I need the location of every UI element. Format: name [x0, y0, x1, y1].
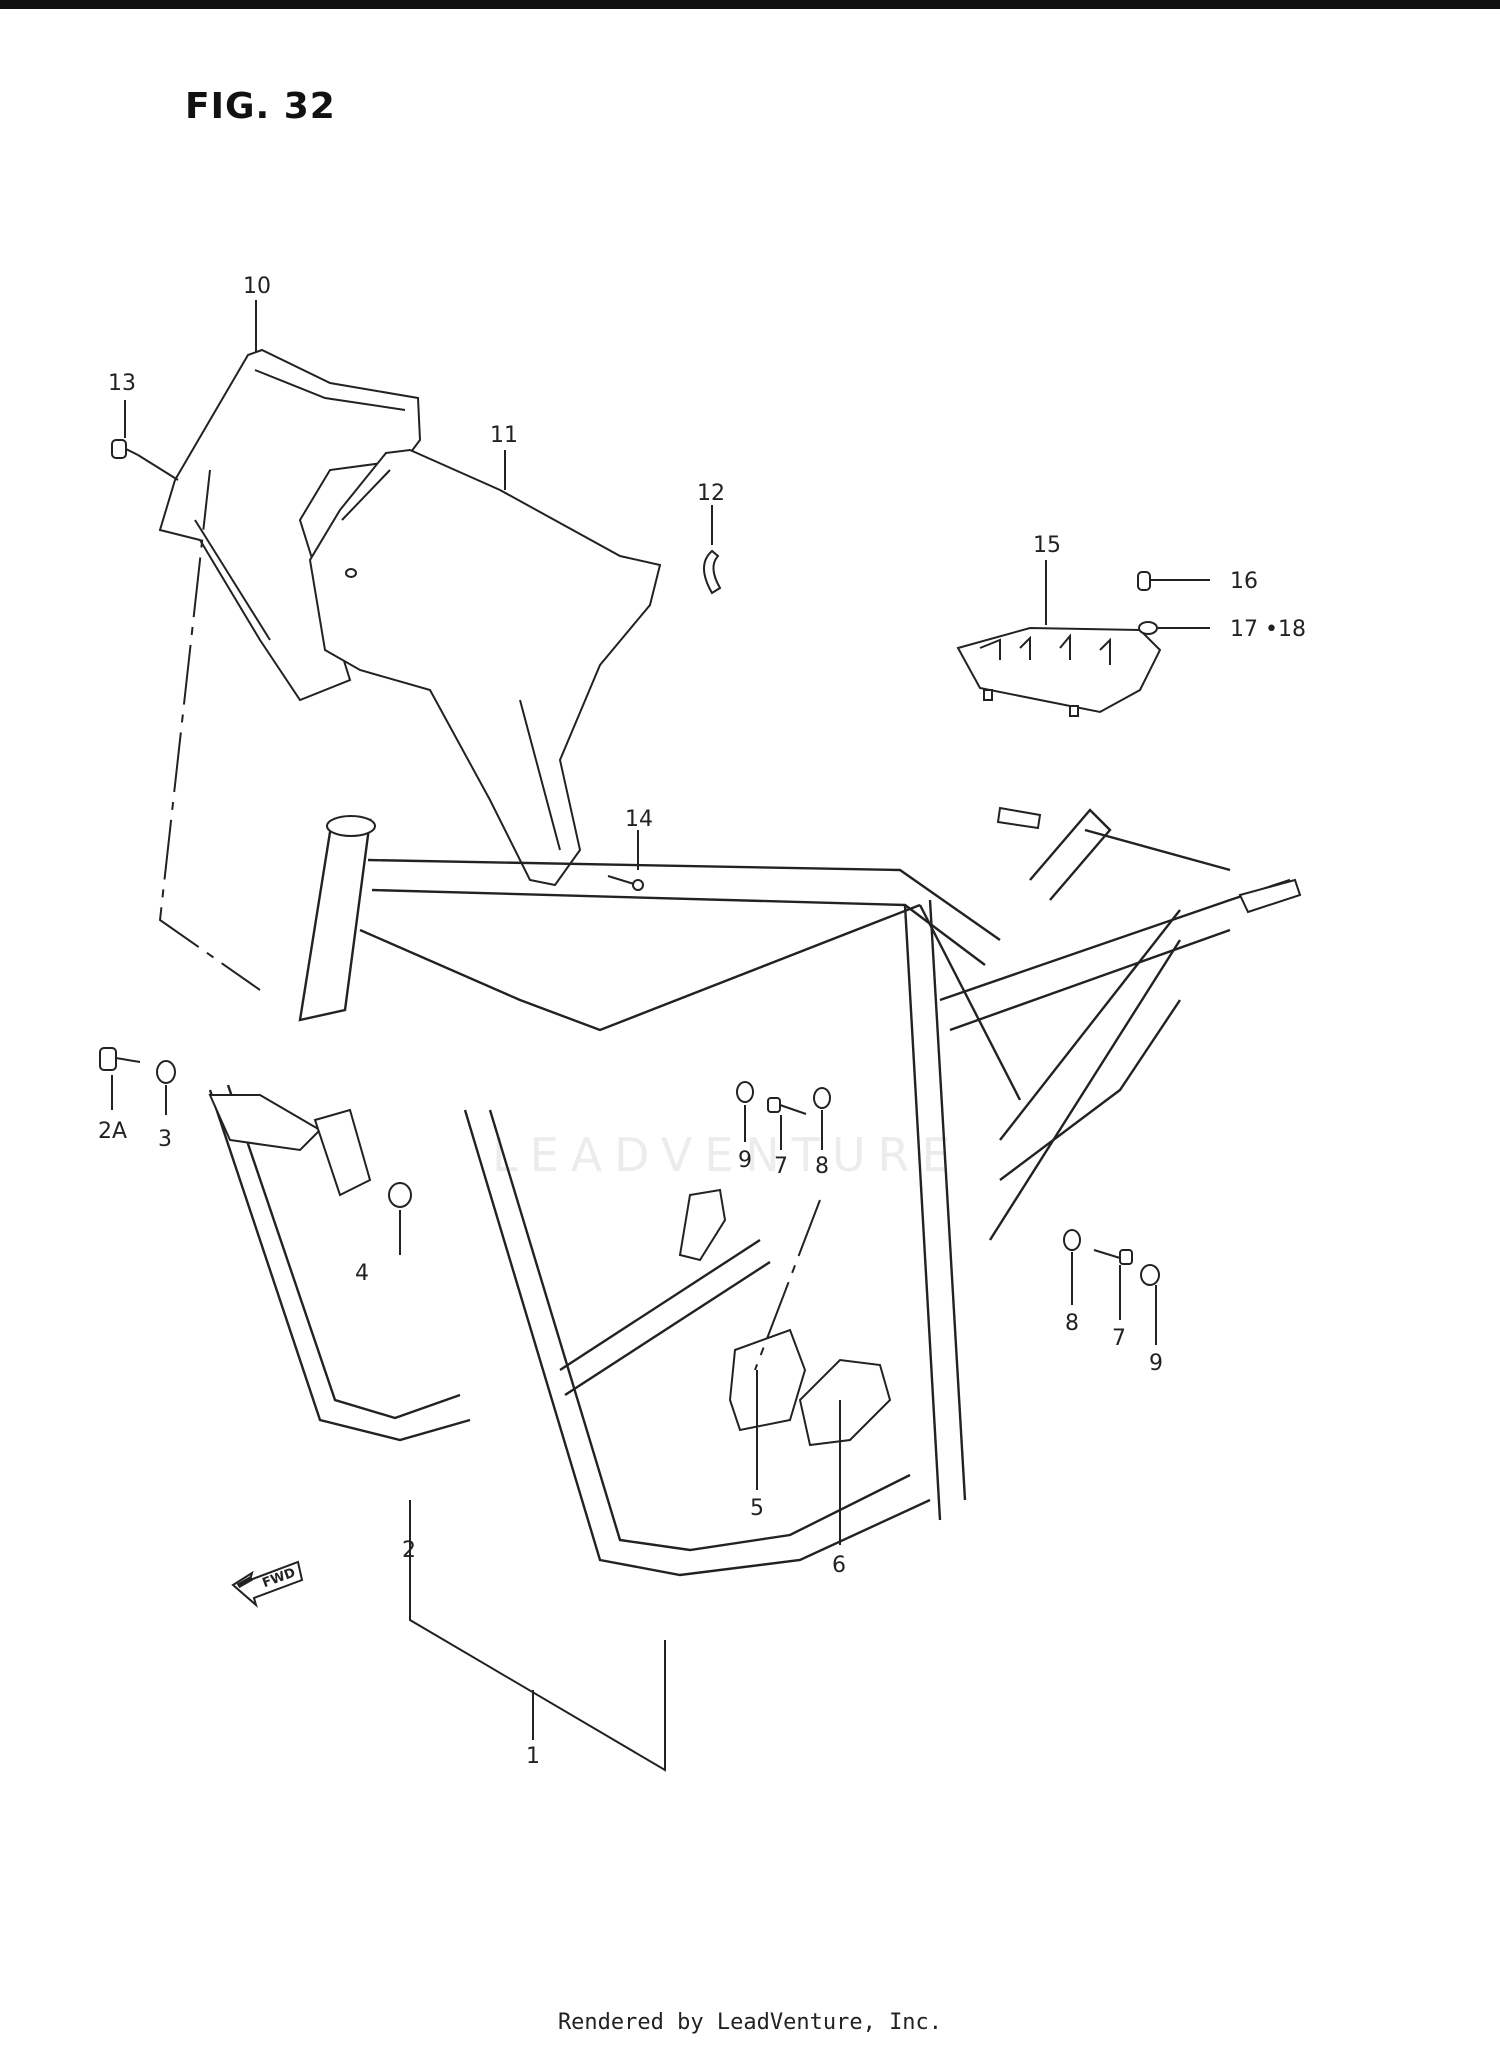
figure-title: FIG. 32: [185, 86, 336, 127]
callout-4: 4: [355, 1261, 369, 1286]
callout-11: 11: [490, 423, 518, 448]
plate-6[interactable]: [798, 1358, 892, 1447]
washer-8-upper[interactable]: [813, 1087, 831, 1109]
callout-16: 16: [1230, 569, 1258, 594]
screw-14[interactable]: [607, 875, 644, 891]
callout-2a: 2A: [98, 1119, 127, 1144]
callout-7-upper: 7: [774, 1154, 788, 1179]
washer-3[interactable]: [156, 1060, 176, 1084]
main-frame-1[interactable]: [208, 806, 1302, 1577]
cap-9-right[interactable]: [1140, 1264, 1160, 1286]
washer-8-right[interactable]: [1063, 1229, 1081, 1251]
callout-10: 10: [243, 274, 271, 299]
callout-5: 5: [750, 1496, 764, 1521]
screw-13[interactable]: [111, 439, 179, 481]
callout-9-upper: 9: [738, 1148, 752, 1173]
callout-6: 6: [832, 1553, 846, 1578]
callout-8-right: 8: [1065, 1311, 1079, 1336]
footer-credit: Rendered by LeadVenture, Inc.: [557, 2010, 943, 2035]
callout-9-right: 9: [1149, 1351, 1163, 1376]
callout-3: 3: [158, 1127, 172, 1152]
watermark: LEADVENTURE: [492, 1128, 963, 1182]
cap-9-upper[interactable]: [736, 1081, 754, 1103]
bolt-16[interactable]: [1137, 571, 1210, 591]
plate-5[interactable]: [728, 1328, 807, 1432]
callout-12: 12: [697, 481, 725, 506]
bracket-15[interactable]: [956, 626, 1162, 717]
top-border: [0, 0, 1500, 9]
callout-15: 15: [1033, 533, 1061, 558]
bolt-7-right[interactable]: [1093, 1249, 1133, 1265]
callout-13: 13: [108, 371, 136, 396]
side-cover-11[interactable]: [308, 448, 662, 887]
clip-12[interactable]: [703, 549, 722, 595]
nut-4[interactable]: [388, 1182, 412, 1208]
bolt-2a[interactable]: [99, 1047, 141, 1071]
callout-1: 1: [526, 1744, 540, 1769]
washer-17-18[interactable]: [1138, 621, 1210, 635]
callout-2: 2: [402, 1538, 416, 1563]
bolt-7-upper[interactable]: [767, 1097, 807, 1115]
callout-8-upper: 8: [815, 1154, 829, 1179]
callout-7-right: 7: [1112, 1326, 1126, 1351]
callout-14: 14: [625, 807, 653, 832]
callout-17-18: 17 •18: [1230, 617, 1306, 642]
leader-lines: [111, 300, 1157, 1772]
fwd-arrow-icon: FWD: [231, 1560, 304, 1608]
